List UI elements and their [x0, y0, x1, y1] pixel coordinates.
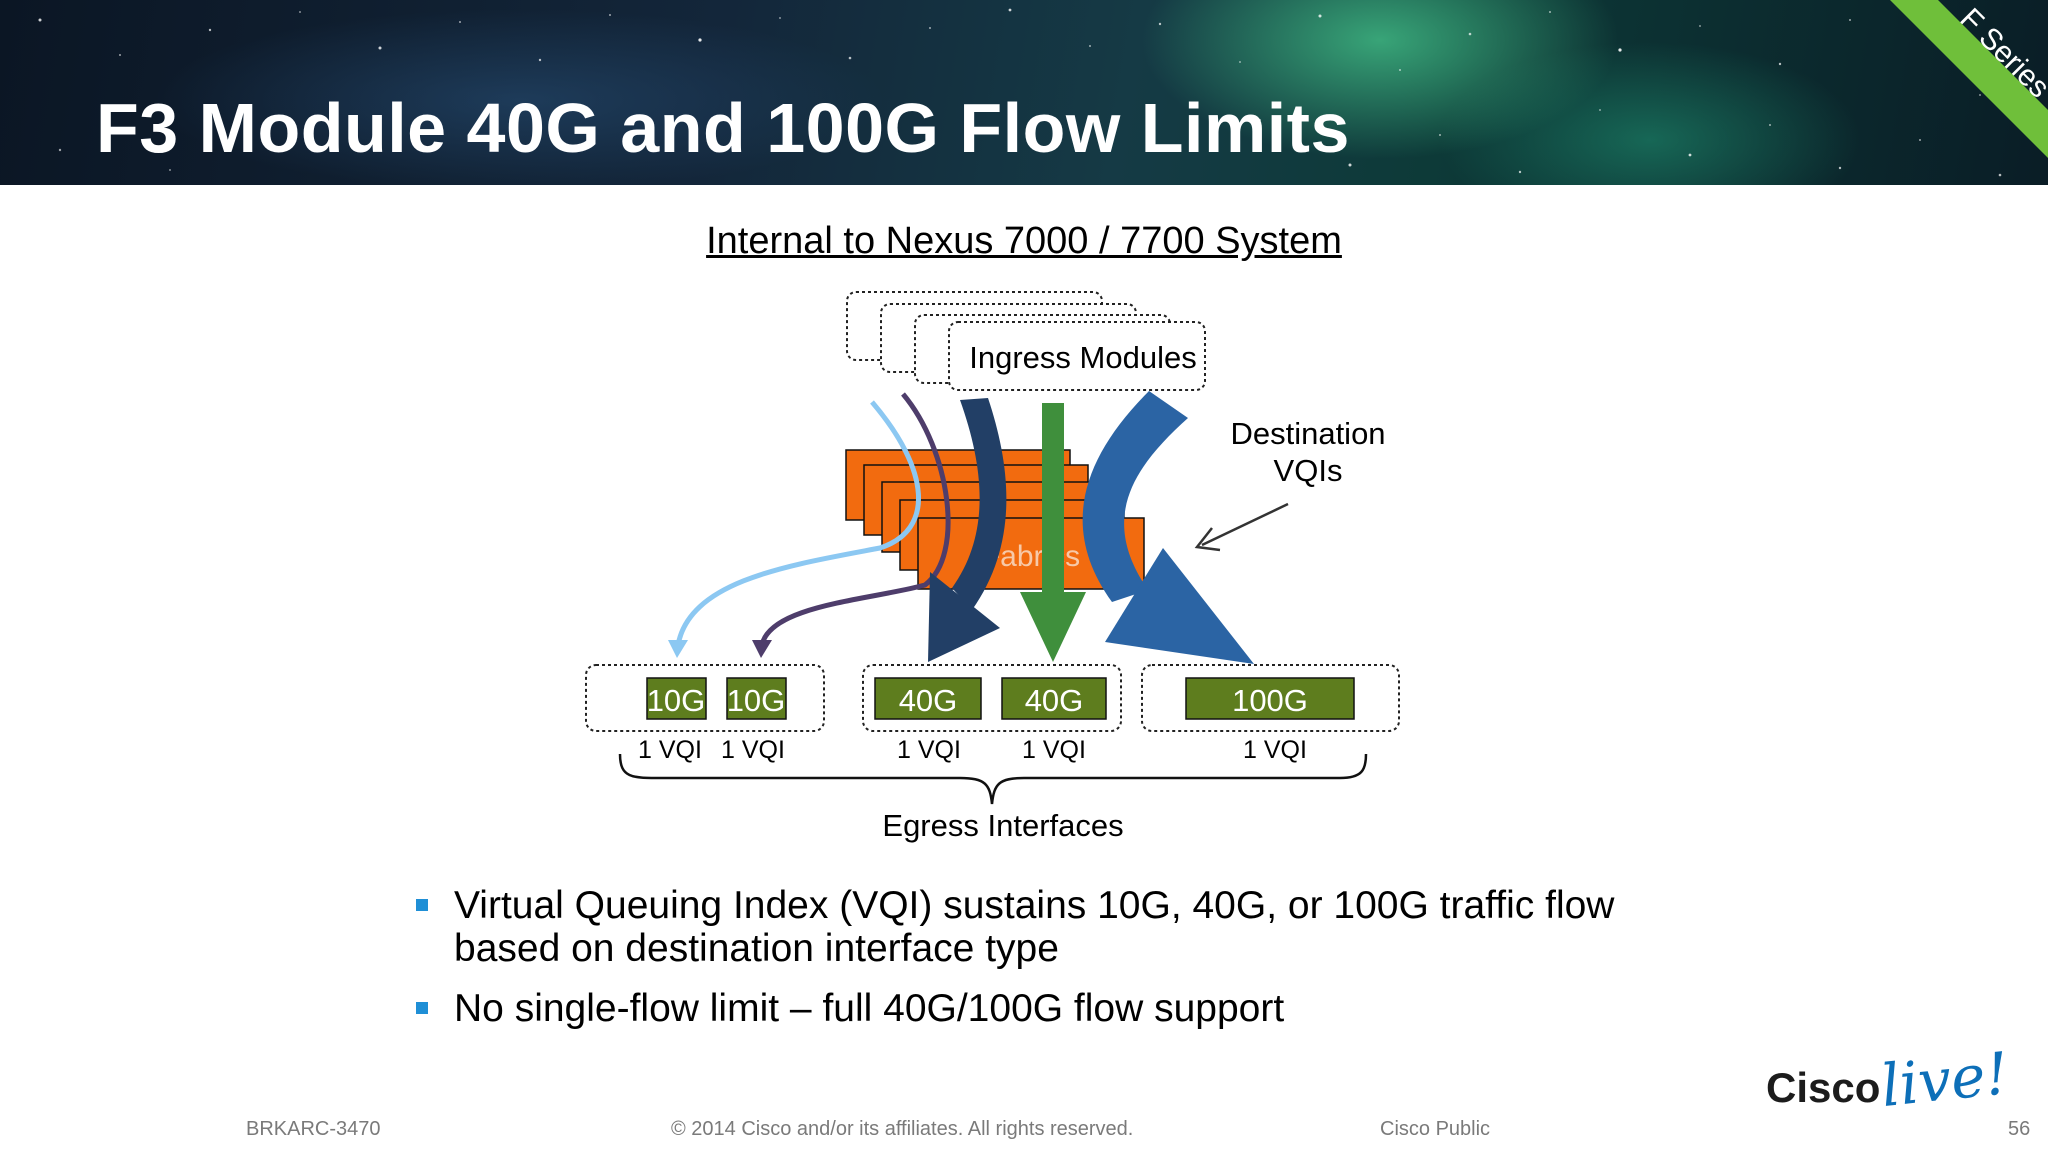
logo-cisco-word: Cisco [1766, 1064, 1880, 1111]
logo-live-script: live! [1878, 1039, 2012, 1120]
callout-arrow-head [1194, 527, 1221, 552]
flow-arrow-100g [1082, 391, 1188, 602]
arrowhead-40g-b [1020, 592, 1086, 662]
port-box [1185, 677, 1355, 720]
f-series-ribbon: F Series [1890, 0, 2048, 158]
destination-label-line1: Destination [1230, 416, 1385, 451]
starfield-background [38, 8, 2002, 177]
port-vqi-label: 1 VQI [638, 736, 702, 764]
port-box [1001, 677, 1107, 720]
port-box [726, 677, 787, 720]
bullet-square-icon [416, 899, 428, 911]
flow-arrow-40g-a [952, 398, 1007, 610]
arrowhead-10g-b [752, 640, 772, 658]
destination-vqis-callout: Destination VQIs [1194, 416, 1386, 552]
flow-arrow-10g-b [759, 392, 951, 646]
bullet-square-icon [416, 1002, 428, 1014]
egress-brace [618, 753, 1368, 805]
port-speed-label: 10G [727, 683, 786, 718]
port-vqi-label: 1 VQI [897, 736, 961, 764]
header-banner: F3 Module 40G and 100G Flow Limits F Ser… [0, 0, 2048, 185]
egress-group-40g [862, 664, 1122, 732]
bullet-item: No single-flow limit – full 40G/100G flo… [412, 987, 1712, 1030]
port-speed-label: 40G [1025, 683, 1084, 718]
cisco-live-logo: Cisco live! [1766, 1039, 2012, 1120]
flow-arrow-40g-b [1042, 403, 1064, 598]
port-vqi-label: 1 VQI [721, 736, 785, 764]
callout-arrow-line [1201, 502, 1289, 547]
page-number: 56 [2008, 1118, 2031, 1140]
footer-classification: Cisco Public [1380, 1118, 1491, 1140]
port-vqi-label: 1 VQI [1022, 736, 1086, 764]
diagram-title: Internal to Nexus 7000 / 7700 System [706, 220, 1342, 262]
arrowhead-100g [1105, 548, 1254, 664]
port-speed-label: 10G [647, 683, 706, 718]
destination-label-line2: VQIs [1274, 453, 1343, 488]
footer-copyright: © 2014 Cisco and/or its affiliates. All … [671, 1118, 1134, 1140]
port-speed-label: 40G [899, 683, 958, 718]
slide-title: F3 Module 40G and 100G Flow Limits [96, 89, 1350, 167]
port-box [874, 677, 982, 720]
egress-group-10g [585, 664, 825, 732]
bullet-item: Virtual Queuing Index (VQI) sustains 10G… [412, 884, 1712, 970]
port-box [646, 677, 707, 720]
ingress-modules-label: Ingress Modules [969, 340, 1196, 375]
flow-arrow-10g-a [675, 400, 922, 646]
bullet-text: No single-flow limit – full 40G/100G flo… [454, 987, 1285, 1030]
port-speed-label: 100G [1232, 683, 1308, 718]
egress-groups [585, 664, 1400, 732]
flow-arrows [668, 391, 1254, 664]
ingress-module-box [948, 321, 1206, 391]
footer-session-id: BRKARC-3470 [246, 1118, 381, 1140]
egress-group-100g [1141, 664, 1400, 732]
bullet-list: Virtual Queuing Index (VQI) sustains 10G… [412, 884, 1712, 1047]
port-vqi-label: 1 VQI [1243, 736, 1307, 764]
egress-interfaces-label: Egress Interfaces [882, 808, 1123, 843]
arrowhead-40g-a [928, 572, 1000, 662]
arrowhead-10g-a [668, 640, 688, 658]
ingress-modules-stack: Ingress Modules [846, 291, 1206, 391]
ports: 10G 10G 40G 40G 100G 1 VQI 1 VQI 1 VQI 1… [638, 677, 1355, 764]
bullet-text: Virtual Queuing Index (VQI) sustains 10G… [454, 884, 1615, 970]
